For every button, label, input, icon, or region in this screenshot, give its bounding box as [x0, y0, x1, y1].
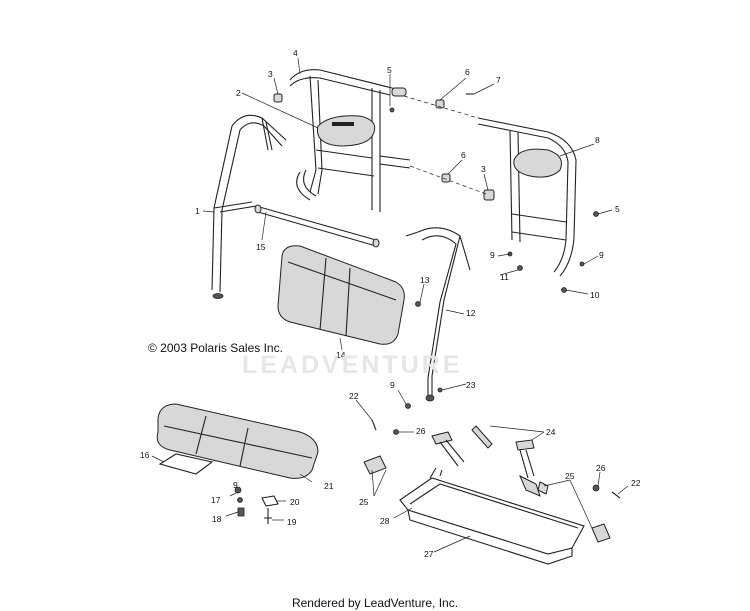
callout-19: 19 — [287, 517, 297, 527]
alignment-lines — [379, 95, 487, 195]
callout-25: 25 — [565, 471, 575, 481]
callout-12: 12 — [466, 308, 476, 318]
callout-4: 4 — [293, 48, 298, 58]
cross-tube — [254, 204, 380, 248]
callout-6: 6 — [461, 150, 466, 160]
callout-22: 22 — [631, 478, 641, 488]
callout-5: 5 — [387, 65, 392, 75]
seat-back — [277, 245, 405, 345]
callout-13: 13 — [420, 275, 430, 285]
callout-9: 9 — [599, 250, 604, 260]
watermark: LEADVENTURE — [242, 351, 463, 379]
callout-14: 14 — [336, 350, 346, 360]
callout-10: 10 — [590, 290, 600, 300]
callout-27: 27 — [424, 549, 434, 559]
callout-3: 3 — [481, 164, 486, 174]
callout-8: 8 — [595, 135, 600, 145]
callout-9: 9 — [390, 380, 395, 390]
seat-base-cushion — [156, 403, 319, 479]
couplers — [273, 93, 495, 201]
callout-26: 26 — [416, 426, 426, 436]
copyright-text: © 2003 Polaris Sales Inc. — [148, 341, 283, 355]
callout-3: 3 — [268, 69, 273, 79]
seat-belts — [363, 425, 611, 543]
mat-plate — [158, 453, 214, 475]
callout-6: 6 — [465, 67, 470, 77]
callout-7: 7 — [496, 75, 501, 85]
callout-25: 25 — [359, 497, 369, 507]
headrest-frame-center — [289, 69, 407, 212]
leader-lines — [151, 57, 629, 553]
callout-11: 11 — [500, 272, 509, 282]
callout-5: 5 — [615, 204, 620, 214]
hardware — [234, 93, 621, 524]
callout-23: 23 — [466, 380, 476, 390]
callout-21: 21 — [324, 481, 334, 491]
callout-28: 28 — [380, 516, 390, 526]
callout-2: 2 — [236, 88, 241, 98]
headrest-center — [316, 115, 376, 147]
callout-9: 9 — [490, 250, 495, 260]
callout-18: 18 — [212, 514, 222, 524]
callout-1: 1 — [195, 206, 200, 216]
support-frame — [405, 227, 471, 402]
callout-15: 15 — [256, 242, 266, 252]
callout-17: 17 — [211, 495, 221, 505]
callout-24: 24 — [546, 427, 556, 437]
cab-frame-left — [211, 114, 287, 299]
callout-20: 20 — [290, 497, 300, 507]
footer-text: Rendered by LeadVenture, Inc. — [291, 596, 459, 610]
callout-26: 26 — [596, 463, 606, 473]
callout-22: 22 — [349, 391, 359, 401]
headrest-frame-right — [477, 117, 577, 277]
callout-labels: 1 2 3 3 4 5 5 6 6 7 8 9 9 9 9 10 11 12 1… — [140, 48, 641, 559]
callout-9: 9 — [233, 480, 238, 490]
callout-16: 16 — [140, 450, 150, 460]
